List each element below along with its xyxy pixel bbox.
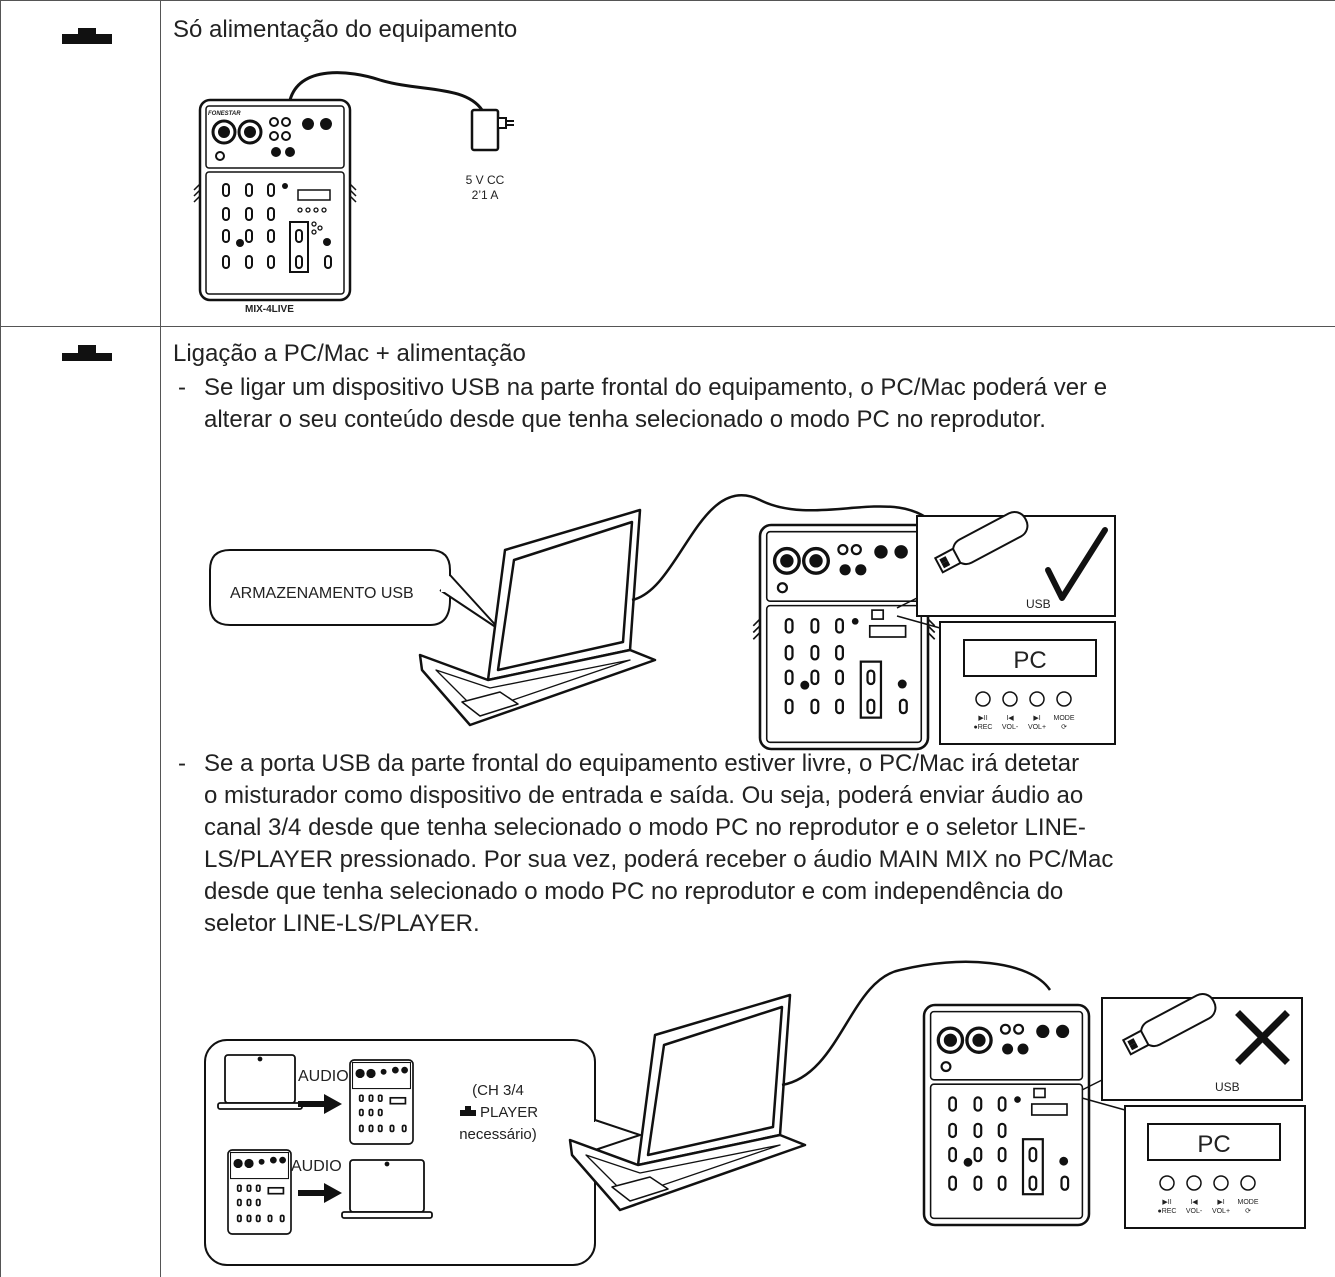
button-2-top: I◀ xyxy=(1190,1199,1198,1206)
laptop-icon xyxy=(418,508,657,727)
arrow-right-icon xyxy=(298,1183,342,1203)
usb-label-2: USB xyxy=(1215,1080,1240,1094)
usb-label: USB xyxy=(1026,597,1051,611)
button-4-top: MODE xyxy=(1054,715,1075,722)
button-1-bottom: ●REC xyxy=(973,724,992,731)
row1-title: Só alimentação do equipamento xyxy=(173,16,518,43)
bullet1-dash: - xyxy=(178,374,186,401)
display-text-2: PC xyxy=(1197,1131,1230,1158)
mixer-brand: FONESTAR xyxy=(208,111,241,117)
laptop-icon xyxy=(568,993,807,1212)
button-3-top: ▶I xyxy=(1217,1199,1224,1206)
audio-label-2: AUDIO xyxy=(291,1158,342,1175)
button-4-bottom: ⟳ xyxy=(1245,1208,1251,1215)
button-2-top: I◀ xyxy=(1006,715,1014,722)
note-line1: (CH 3/4 xyxy=(472,1082,524,1099)
button-3-top: ▶I xyxy=(1033,715,1040,722)
button-4-top: MODE xyxy=(1238,1199,1259,1206)
mixer-icon xyxy=(349,1059,414,1145)
usb-cable xyxy=(781,960,1052,1087)
button-4-bottom: ⟳ xyxy=(1061,724,1067,731)
power-adapter-icon xyxy=(470,108,514,152)
switch-released-icon xyxy=(62,28,112,44)
audio-interface-diagram: AUDIO AUDIO xyxy=(204,960,1306,1266)
button-2-bottom: VOL- xyxy=(1002,724,1019,731)
note-line2: PLAYER xyxy=(480,1104,538,1121)
bullet1-line1: Se ligar um dispositivo USB na parte fro… xyxy=(204,374,1108,401)
switch-pressed-icon xyxy=(62,345,112,361)
arrow-right-icon xyxy=(298,1094,342,1114)
power-cable xyxy=(288,71,484,111)
usb-storage-diagram: ARMAZENAMENTO USB xyxy=(209,494,1116,751)
button-1-top: ▶II xyxy=(1162,1199,1171,1206)
usb-box xyxy=(1101,992,1303,1101)
table-top-border xyxy=(0,0,1335,1)
bullet2-left-rule xyxy=(160,736,161,1277)
adapter-current-label: 2’1 A xyxy=(472,188,499,202)
audio-label-1: AUDIO xyxy=(298,1068,349,1085)
bullet2-line: seletor LINE-LS/PLAYER. xyxy=(204,910,480,937)
player-buttons xyxy=(975,691,1072,707)
button-1-bottom: ●REC xyxy=(1157,1208,1176,1215)
table-column-divider xyxy=(160,0,161,1277)
player-panel xyxy=(939,621,1116,745)
bullet1-line2: alterar o seu conteúdo desde que tenha s… xyxy=(204,406,1046,433)
table-left-border xyxy=(0,0,1,1277)
laptop-icon xyxy=(341,1159,433,1219)
checkmark-icon xyxy=(1045,527,1108,601)
button-2-bottom: VOL- xyxy=(1186,1208,1203,1215)
cross-icon xyxy=(1235,1010,1290,1065)
button-3-bottom: VOL+ xyxy=(1028,724,1046,731)
laptop-icon xyxy=(217,1054,303,1110)
button-3-bottom: VOL+ xyxy=(1212,1208,1230,1215)
player-panel xyxy=(1124,1105,1306,1229)
bullet2-line: desde que tenha selecionado o modo PC no… xyxy=(204,878,1064,905)
bullet2-paragraph: Se a porta USB da parte frontal do equip… xyxy=(204,748,1330,940)
button-1-top: ▶II xyxy=(978,715,987,722)
table-row-divider xyxy=(0,326,1335,327)
row2-title: Ligação a PC/Mac + alimentação xyxy=(173,340,526,367)
bullet2-line: LS/PLAYER pressionado. Por sua vez, pode… xyxy=(204,846,1114,873)
usb-stick-icon xyxy=(1121,992,1217,1056)
mixer-icon: FONESTAR xyxy=(193,98,357,302)
speech-bubble xyxy=(209,549,501,631)
usb-stick-icon xyxy=(933,510,1029,574)
mixer-icon xyxy=(922,1003,1091,1227)
mixer-icon xyxy=(752,523,936,751)
note-line3: necessário) xyxy=(459,1126,537,1143)
bullet2-line: canal 3/4 desde que tenha selecionado o … xyxy=(204,814,1086,841)
bubble-text: ARMAZENAMENTO USB xyxy=(230,585,414,602)
switch-pressed-icon xyxy=(460,1110,476,1116)
bullet2-line: Se a porta USB da parte frontal do equip… xyxy=(204,750,1080,777)
mixer-diagram: FONESTAR 5 V CC 2’1 A MIX-4LIVE xyxy=(193,71,514,315)
mixer-icon xyxy=(227,1149,292,1235)
usb-box xyxy=(916,510,1116,617)
model-label: MIX-4LIVE xyxy=(245,304,294,315)
display-text: PC xyxy=(1013,647,1046,674)
adapter-voltage-label: 5 V CC xyxy=(466,173,505,187)
bullet2-dash: - xyxy=(178,750,186,777)
usb-cable xyxy=(631,494,941,602)
bullet2-line: o misturador como dispositivo de entrada… xyxy=(204,782,1084,809)
